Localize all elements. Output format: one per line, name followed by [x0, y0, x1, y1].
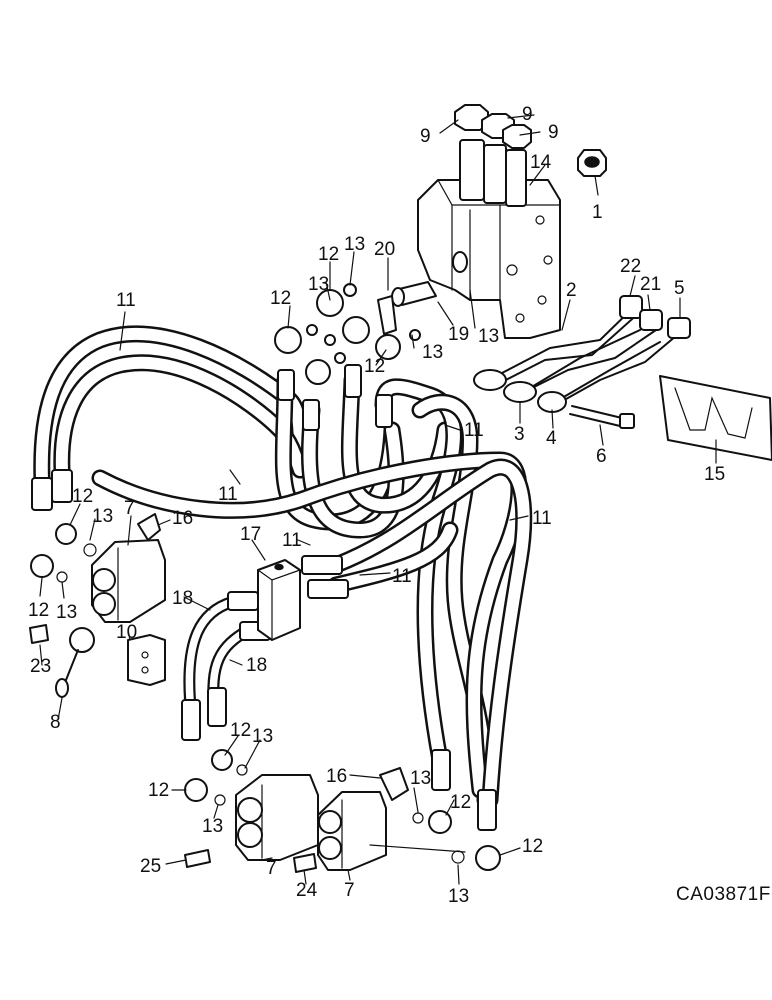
callout-15: 15: [704, 464, 725, 485]
callout-4: 4: [546, 428, 557, 449]
coupler-upper: [91, 513, 166, 623]
callout-12: 12: [148, 780, 169, 801]
callout-13: 13: [308, 274, 329, 295]
plug-fitting: [577, 149, 607, 177]
callout-11: 11: [218, 484, 238, 505]
callout-10: 10: [116, 622, 137, 643]
callout-12: 12: [270, 288, 291, 309]
callout-11: 11: [532, 508, 552, 529]
callout-18: 18: [172, 588, 193, 609]
callout-25: 25: [140, 856, 161, 877]
control-levers: [473, 304, 677, 413]
callout-14: 14: [530, 152, 552, 173]
callout-9: 9: [548, 122, 559, 143]
quick-coupler-cap: [55, 627, 95, 698]
coupler-lower-right: [317, 767, 409, 871]
callout-12: 12: [450, 792, 471, 813]
lever-knobs: [619, 295, 691, 339]
callout-13: 13: [92, 506, 113, 527]
callout-24: 24: [296, 880, 318, 901]
callout-13: 13: [252, 726, 273, 747]
callout-8: 8: [50, 712, 61, 733]
hose-end-fittings: [31, 364, 497, 831]
callout-labels: 9 9 9 14 1 12 13 20 13 12 19 13 13 12 22…: [28, 104, 771, 907]
callout-12: 12: [230, 720, 251, 741]
callout-2: 2: [566, 280, 577, 301]
callout-23: 23: [30, 656, 51, 677]
callout-13: 13: [56, 602, 77, 623]
elbow-fittings: [30, 523, 501, 871]
coupler-lower-left: [235, 774, 319, 861]
callout-7: 7: [266, 858, 277, 879]
callout-13: 13: [448, 886, 469, 907]
callout-11: 11: [116, 290, 136, 311]
callout-7: 7: [124, 498, 135, 519]
leader-lines: [39, 114, 717, 885]
callout-13: 13: [410, 768, 431, 789]
callout-13: 13: [478, 326, 499, 347]
callout-6: 6: [596, 446, 607, 467]
callout-3: 3: [514, 424, 525, 445]
callout-7: 7: [344, 880, 355, 901]
hose-bundle: [33, 325, 533, 809]
callout-12: 12: [522, 836, 543, 857]
callout-12: 12: [318, 244, 339, 265]
callout-5: 5: [674, 278, 685, 299]
callout-9: 9: [522, 104, 533, 125]
pins: [29, 624, 317, 873]
callout-9: 9: [420, 126, 431, 147]
callout-12: 12: [28, 600, 49, 621]
callout-16: 16: [326, 766, 347, 787]
reference-code: CA03871F: [676, 884, 771, 905]
callout-11: 11: [464, 420, 484, 441]
control-valve-assembly: [417, 139, 561, 339]
callout-22: 22: [620, 256, 641, 277]
callout-20: 20: [374, 239, 395, 260]
valve-caps: [454, 104, 532, 149]
callout-19: 19: [448, 324, 469, 345]
callout-11: 11: [282, 530, 302, 551]
callout-17: 17: [240, 524, 261, 545]
callout-13: 13: [202, 816, 223, 837]
tee-block: [257, 559, 301, 641]
callout-11: 11: [392, 566, 412, 587]
callout-21: 21: [640, 274, 661, 295]
guide-plate: [659, 375, 772, 461]
callout-12: 12: [72, 486, 93, 507]
control-rod: [569, 405, 635, 429]
callout-13: 13: [422, 342, 443, 363]
callout-12: 12: [364, 356, 385, 377]
callout-18: 18: [246, 655, 267, 676]
callout-13: 13: [344, 234, 365, 255]
callout-16: 16: [172, 508, 193, 529]
mounting-bracket: [127, 634, 166, 686]
callout-1: 1: [592, 202, 603, 223]
valve-fittings: [274, 251, 468, 385]
